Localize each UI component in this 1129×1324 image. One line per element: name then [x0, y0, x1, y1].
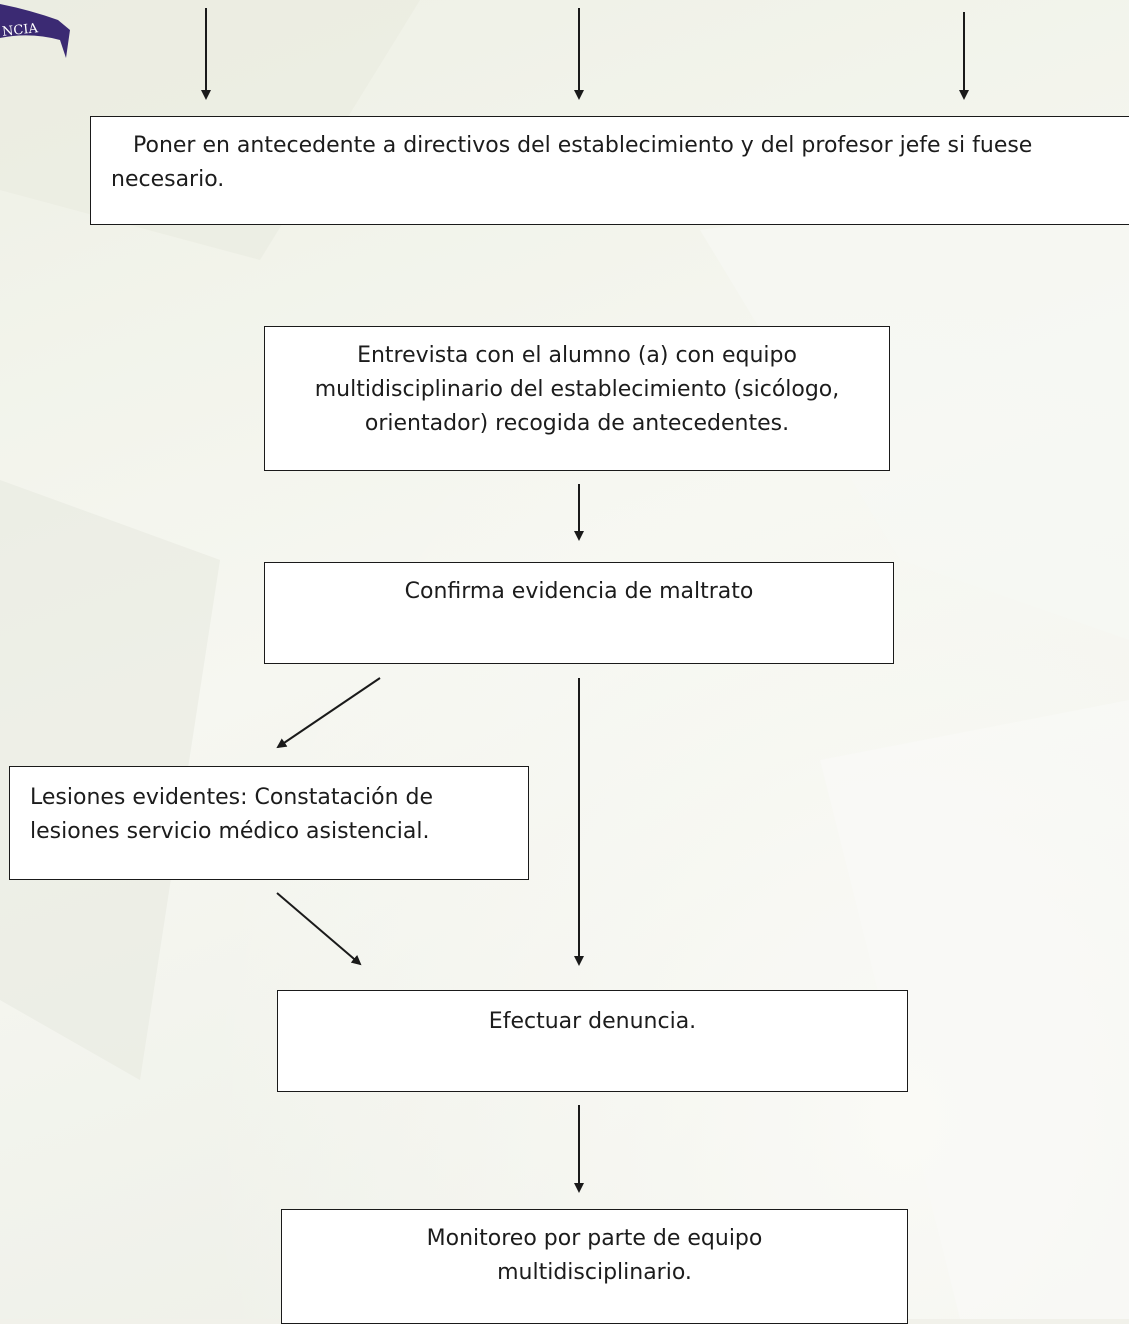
node-antecedentes: Poner en antecedente a directivos del es… [90, 116, 1129, 225]
logo-banner-icon [0, 4, 70, 58]
node-entrevista-text: Entrevista con el alumno (a) con equipo … [314, 343, 840, 436]
logo-text: NCIA [1, 21, 39, 40]
node-lesiones-text: Lesiones evidentes: Constatación de lesi… [30, 785, 434, 844]
node-antecedentes-text: Poner en antecedente a directivos del es… [111, 133, 1033, 192]
arrow-confirma-to-lesiones [276, 677, 381, 749]
arrow-lesiones-to-denuncia [276, 892, 362, 966]
node-monitoreo-text: Monitoreo por parte de equipo multidisci… [426, 1226, 763, 1285]
node-denuncia: Efectuar denuncia. [277, 990, 908, 1092]
node-denuncia-text: Efectuar denuncia. [488, 1009, 697, 1034]
node-lesiones: Lesiones evidentes: Constatación de lesi… [9, 766, 529, 880]
node-monitoreo: Monitoreo por parte de equipo multidisci… [281, 1209, 908, 1324]
node-confirma: Confirma evidencia de maltrato [264, 562, 894, 664]
node-entrevista: Entrevista con el alumno (a) con equipo … [264, 326, 890, 471]
node-confirma-text: Confirma evidencia de maltrato [404, 579, 754, 604]
logo-emblem: NCIA [0, 4, 70, 58]
